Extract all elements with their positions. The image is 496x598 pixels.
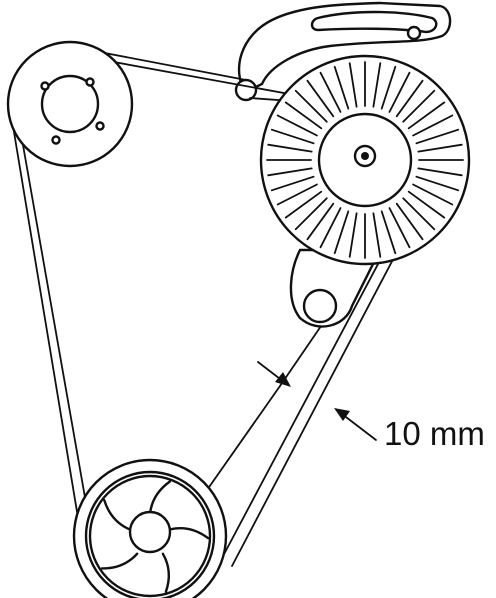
- pulley-spoke: [161, 552, 171, 593]
- crank-pulley-icon: [72, 458, 228, 598]
- pulley-spoke: [148, 480, 172, 516]
- tensioner-fin: [380, 65, 397, 110]
- measurement-arrow-icon: [334, 408, 377, 441]
- upper-pulley-icon: [6, 40, 134, 168]
- tensioner-fin: [417, 167, 463, 177]
- tensioner-fin: [412, 183, 454, 206]
- tensioner-fin: [415, 175, 460, 192]
- tensioner-fin: [319, 71, 342, 113]
- deflection-label: 10 mm: [384, 415, 485, 452]
- tensioner-fin: [270, 128, 315, 145]
- tensioner-fin: [407, 190, 446, 219]
- tensioner-fin: [395, 202, 424, 241]
- tensioner-fins: [266, 61, 464, 259]
- pulley-spoke: [100, 552, 139, 570]
- tensioner-fin: [372, 212, 382, 258]
- tensioner-fin: [276, 183, 318, 206]
- tensioner-fin: [388, 207, 411, 249]
- tensioner-fin: [284, 190, 323, 219]
- tensioner-fin: [319, 207, 342, 249]
- tensioner-fin: [380, 210, 397, 255]
- tensioner-fin: [284, 101, 323, 130]
- tensioner-fin: [306, 202, 335, 241]
- arrow-icon: [257, 361, 291, 387]
- pulley-spoke: [103, 499, 131, 531]
- tensioner-fin: [267, 167, 313, 177]
- tensioner-fin: [267, 143, 313, 153]
- tensioner-fin: [333, 65, 350, 110]
- tensioner-fin: [294, 197, 328, 231]
- tensioner-fin: [276, 114, 318, 137]
- tensioner-fin: [395, 79, 424, 118]
- tensioner-fin: [294, 89, 328, 123]
- tensioner-fin: [306, 79, 335, 118]
- tensioner-fin: [348, 62, 358, 108]
- tensioner-fin: [348, 212, 358, 258]
- pulley-spoke: [169, 526, 210, 540]
- tensioner-fin: [417, 143, 463, 153]
- tensioner-fin: [412, 114, 454, 137]
- tensioner-fin: [333, 210, 350, 255]
- tensioner-fin: [402, 89, 436, 123]
- tensioner-fin: [372, 62, 382, 108]
- tensioner-fin: [388, 71, 411, 113]
- tensioner-fin: [407, 101, 446, 130]
- tensioner-fin: [270, 175, 315, 192]
- tensioner-icon: [259, 54, 471, 328]
- crank-pulley-spokes: [100, 480, 210, 593]
- tensioner-fin: [402, 197, 436, 231]
- tensioner-fin: [415, 128, 460, 145]
